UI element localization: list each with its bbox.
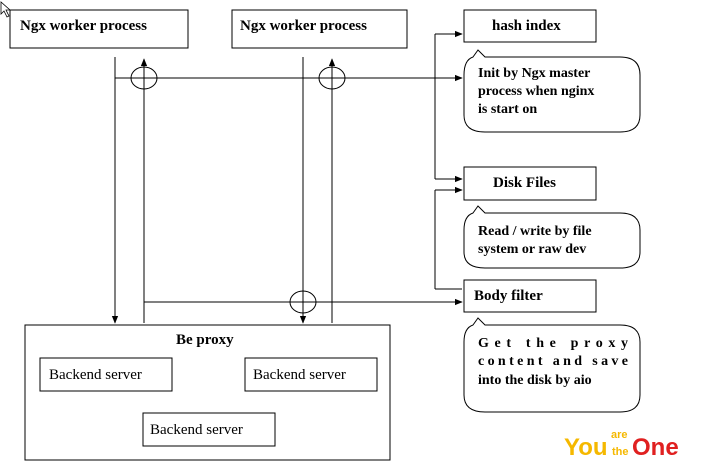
disk-files-label: Disk Files <box>493 175 556 191</box>
note-line: process when nginx <box>478 84 594 99</box>
disk-files-note: Read / write by file system or raw dev <box>463 205 641 269</box>
connectors <box>111 30 463 324</box>
note-line: system or raw dev <box>478 242 586 257</box>
backend-server-box: Backend server <box>142 412 276 447</box>
proxy-container: Be proxy Backend server Backend server B… <box>24 324 391 461</box>
disk-files-box: Disk Files <box>463 166 597 201</box>
note-line: Read / write by file <box>478 224 592 239</box>
body-filter-box: Body filter <box>463 279 597 313</box>
body-filter-label: Body filter <box>474 288 543 304</box>
backend-server-label: Backend server <box>150 422 243 438</box>
note-line: Init by Ngx master <box>478 66 590 81</box>
youaretheone-logo: You are the One <box>564 429 679 461</box>
worker-process-label: Ngx worker process <box>20 18 147 34</box>
hash-index-box: hash index <box>463 9 597 43</box>
svg-text:are: are <box>611 429 628 441</box>
backend-server-box: Backend server <box>244 357 378 392</box>
worker-process-box: Ngx worker process <box>9 9 189 49</box>
body-filter-note: Get the proxy content and save into the … <box>463 317 641 413</box>
svg-text:You: You <box>564 434 608 461</box>
note-line: into the disk by aio <box>478 373 592 388</box>
hash-index-label: hash index <box>492 18 561 34</box>
worker-process-label: Ngx worker process <box>240 18 367 34</box>
proxy-label: Be proxy <box>176 332 234 348</box>
backend-server-label: Backend server <box>253 367 346 383</box>
note-line: is start on <box>478 102 537 117</box>
backend-server-box: Backend server <box>39 357 173 392</box>
svg-text:the: the <box>612 446 629 458</box>
backend-server-label: Backend server <box>49 367 142 383</box>
hash-index-note: Init by Ngx master process when nginx is… <box>463 49 641 133</box>
worker-process-box: Ngx worker process <box>231 9 408 49</box>
note-line: content and save <box>478 354 628 369</box>
svg-text:One: One <box>632 434 679 461</box>
cursor-icon <box>0 1 12 18</box>
